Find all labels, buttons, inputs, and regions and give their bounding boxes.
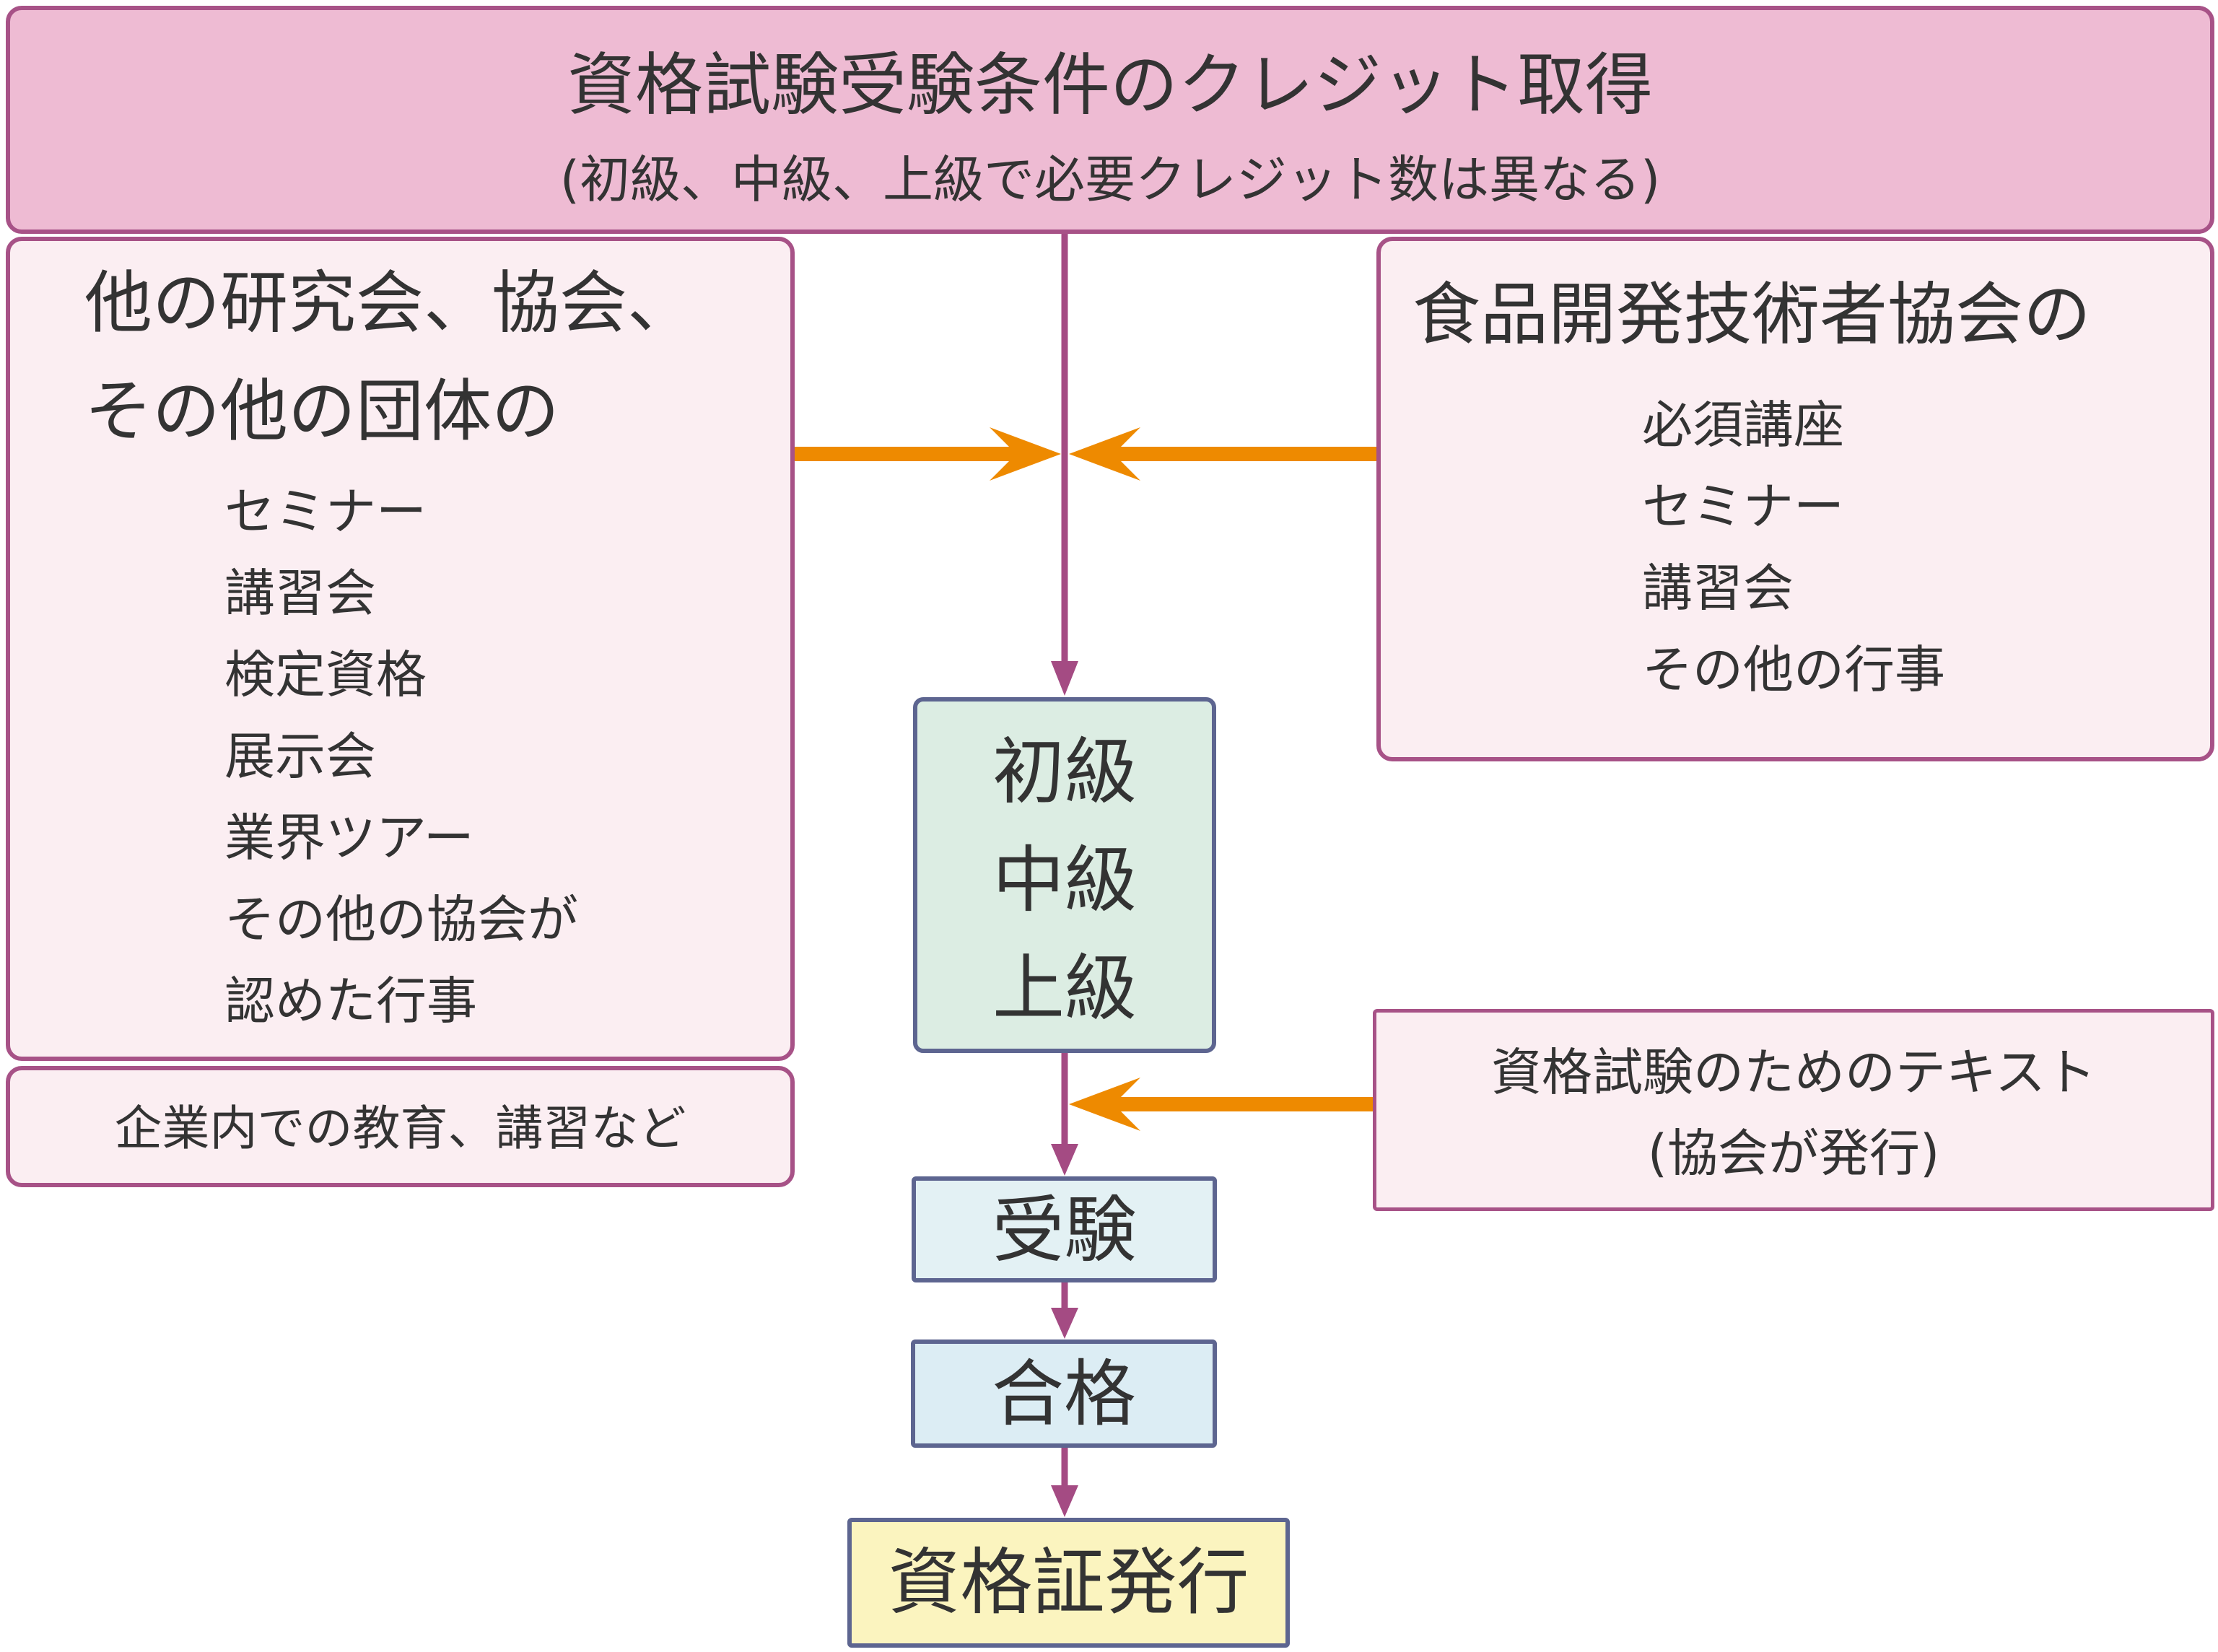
other-organizations-item: セミナー: [224, 482, 427, 541]
flow-arrowhead-cert: [1051, 1485, 1078, 1517]
exam-textbook-title: 資格試験のためのテキスト: [1491, 1043, 2096, 1102]
other-organizations-item: 認めた行事: [224, 971, 477, 1031]
association-programs-item: その他の行事: [1642, 640, 1945, 699]
levels-box: 初級 中級 上級: [913, 697, 1216, 1053]
level-advanced: 上級: [992, 946, 1137, 1031]
exam-textbook-note: (協会が発行): [1647, 1124, 1940, 1183]
association-programs-item: 講習会: [1642, 559, 1794, 618]
level-intermediate: 中級: [992, 838, 1137, 922]
pass-step-box: 合格: [911, 1339, 1217, 1448]
exam-textbook-box: 資格試験のためのテキスト (協会が発行): [1373, 1009, 2214, 1211]
certificate-step-label: 資格証発行: [888, 1540, 1249, 1625]
flow-arrowhead-pass: [1051, 1308, 1078, 1339]
other-organizations-box: 他の研究会、協会、 その他の団体の セミナー 講習会 検定資格 展示会 業界ツア…: [6, 237, 795, 1061]
banner-subtitle: (初級、中級、上級で必要クレジット数は異なる): [559, 150, 1661, 209]
flow-arrowhead-exam: [1051, 1144, 1078, 1176]
association-programs-box: 食品開発技術者協会の 必須講座 セミナー 講習会 その他の行事: [1376, 237, 2214, 761]
exam-step-label: 受験: [992, 1188, 1137, 1272]
level-beginner: 初級: [992, 730, 1137, 814]
association-programs-item: セミナー: [1642, 477, 1844, 536]
other-organizations-item: 業界ツアー: [224, 808, 474, 867]
other-organizations-heading-line-1: 他の研究会、協会、: [84, 264, 696, 343]
banner-title: 資格試験受験条件のクレジット取得: [567, 46, 1653, 125]
association-programs-item: 必須講座: [1642, 395, 1844, 455]
other-organizations-item: 展示会: [224, 727, 376, 786]
in-house-training-box: 企業内での教育、講習など: [6, 1066, 795, 1187]
pass-step-label: 合格: [992, 1352, 1136, 1436]
other-organizations-item: 講習会: [224, 564, 376, 623]
orange-arrowhead-right: [1069, 427, 1140, 481]
flow-arrowhead-levels: [1051, 661, 1078, 696]
credit-acquisition-banner: 資格試験受験条件のクレジット取得 (初級、中級、上級で必要クレジット数は異なる): [6, 6, 2214, 234]
orange-arrowhead-text: [1069, 1078, 1140, 1131]
other-organizations-item: 検定資格: [224, 645, 427, 704]
other-organizations-heading-line-2: その他の団体の: [84, 372, 560, 451]
exam-step-box: 受験: [912, 1176, 1217, 1282]
orange-arrowhead-left: [990, 427, 1061, 481]
other-organizations-item: その他の協会が: [224, 890, 578, 949]
certificate-step-box: 資格証発行: [847, 1518, 1290, 1648]
association-programs-heading: 食品開発技術者協会の: [1413, 276, 2092, 354]
in-house-training-text: 企業内での教育、講習など: [114, 1101, 686, 1156]
